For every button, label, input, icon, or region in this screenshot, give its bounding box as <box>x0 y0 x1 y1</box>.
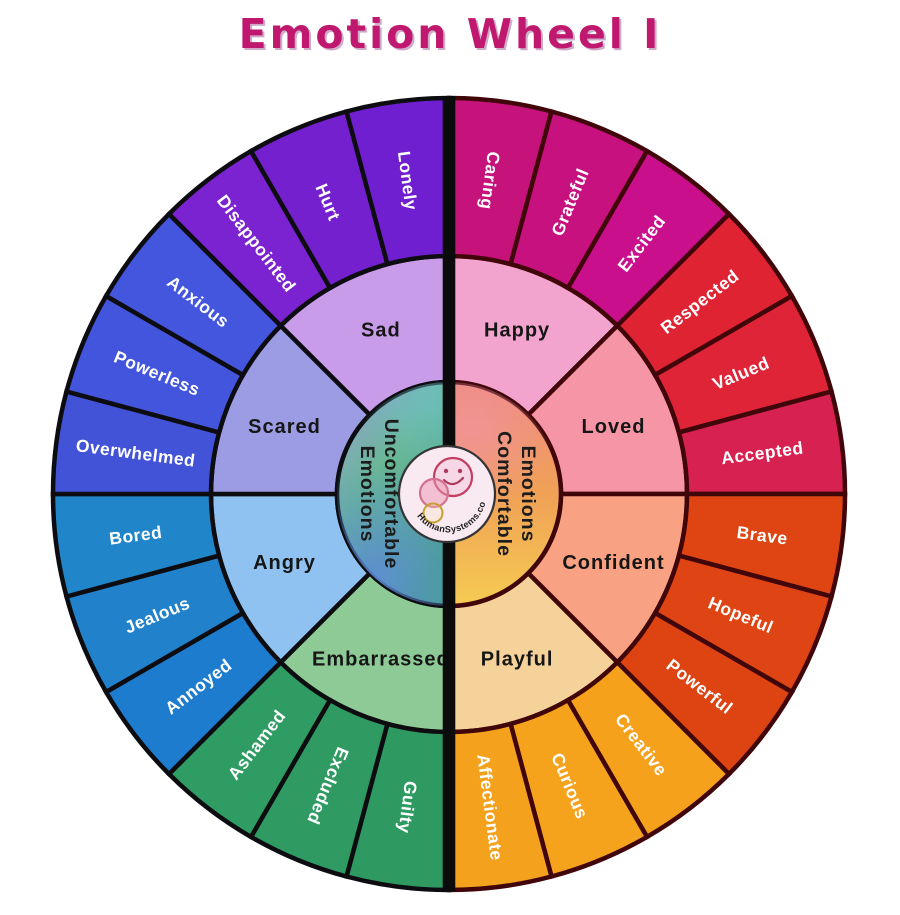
wheel-center-right-label-line2: Emotions <box>517 446 539 543</box>
brand-logo: HumanSystems.co <box>397 444 497 544</box>
wheel-center-left-label-line2: Emotions <box>356 446 378 543</box>
wheel-label-sad: Sad <box>361 320 401 342</box>
wheel-label-loved: Loved <box>582 416 646 438</box>
wheel-label-confident: Confident <box>562 552 664 574</box>
wheel-label-playful: Playful <box>481 649 554 671</box>
wheel-label-scared: Scared <box>248 416 321 438</box>
wheel-center-right-label-line1: Comfortable <box>493 431 515 557</box>
smiley-face-icon <box>418 456 474 524</box>
wheel-label-embarrassed: Embarrassed <box>312 649 450 671</box>
wheel-center-left-label-line1: Uncomfortable <box>380 419 402 570</box>
wheel-label-happy: Happy <box>484 320 550 342</box>
wheel-label-angry: Angry <box>253 552 316 574</box>
page-title: Emotion Wheel I <box>238 10 662 58</box>
